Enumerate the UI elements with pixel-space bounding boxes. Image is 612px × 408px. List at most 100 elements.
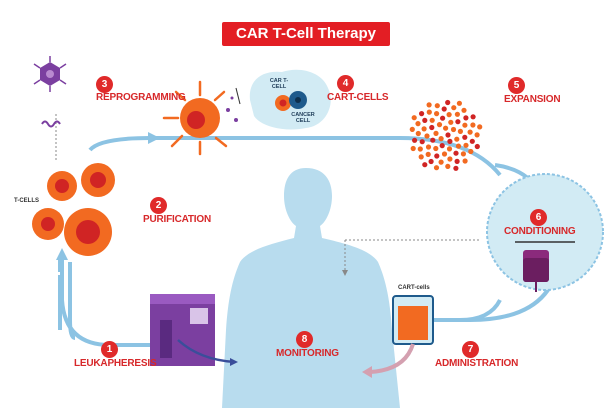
expansion-cell [441,106,447,112]
t-cells-icon [32,163,115,256]
step-number-badge: 4 [337,75,354,92]
step-number-badge: 7 [462,341,479,358]
step-monitoring: 8 MONITORING [276,320,339,359]
expansion-cell [429,117,435,123]
car-t-bubble [249,69,331,130]
expansion-cell [441,151,448,157]
cycle-loop [60,136,562,347]
step-label: MONITORING [276,348,339,359]
expansion-cell [447,138,453,144]
expansion-cell [425,151,431,157]
expansion-cell [428,158,434,165]
car-t-cell-label: CAR T-CELL [269,78,289,90]
expansion-cell [429,124,435,131]
expansion-cell [457,128,463,134]
expansion-cell [440,115,446,121]
step-label: CONDITIONING [504,226,576,237]
expansion-cell [436,122,443,128]
expansion-cell [415,130,421,137]
expansion-cell [450,126,457,133]
expansion-cell [409,126,415,132]
expansion-cell [418,154,424,160]
expansion-cell [470,114,476,120]
expansion-cell [456,100,462,106]
expansion-cell [434,103,440,109]
step-label: CART-CELLS [327,92,389,103]
step-conditioning: 6 CONDITIONING [504,198,576,237]
cart-bag-icon [362,295,434,378]
expansion-cell [445,132,451,138]
expansion-cell [421,126,427,132]
reprogrammed-cell-icon [162,80,238,156]
expansion-cell [433,145,439,152]
human-body [222,168,400,408]
expansion-cell [412,137,418,143]
cart-cells-bag-label: CART-cells [398,285,430,291]
step-label: REPROGRAMMING [96,92,186,103]
expansion-cell [461,107,467,113]
expansion-cell [462,122,468,128]
expansion-cell [422,162,428,168]
expansion-cell [477,124,483,130]
expansion-cell [467,129,473,135]
expansion-cell [415,121,421,127]
expansion-cell [445,163,451,169]
arrow-head-top [148,132,160,144]
expansion-cell [455,143,462,149]
step-expansion: 5 EXPANSION [504,66,561,105]
step-number-badge: 5 [508,77,525,94]
expansion-cell [439,143,445,149]
step-number-badge: 8 [296,331,313,348]
expansion-cell [463,115,469,121]
step-administration: 7 ADMINISTRATION [435,330,518,369]
expansion-cell [430,137,436,143]
step-number-badge: 6 [530,209,547,226]
arrow-top [88,136,151,152]
expansion-cell [419,111,425,117]
expansion-cell [453,165,459,171]
expansion-cell [469,138,475,144]
expansion-cell [424,133,430,139]
page-title: CAR T-Cell Therapy [222,22,390,46]
expansion-cell [443,125,449,131]
expansion-cell [411,115,417,121]
expansion-cell [455,119,461,125]
step-purification: 2 PURIFICATION [143,186,211,225]
expansion-cell [462,158,468,164]
expansion-cell [454,158,460,164]
expansion-cells-icon [409,99,483,171]
expansion-cell [447,156,453,162]
expansion-cell [410,145,416,152]
step-number-badge: 1 [101,341,118,358]
expansion-cell [446,112,452,118]
expansion-cell [453,150,459,156]
step-number-badge: 2 [150,197,167,214]
expansion-cell [433,130,439,136]
expansion-cell [419,139,425,145]
step-cart-cells: 4 CART-CELLS [327,64,389,103]
expansion-cell [438,136,444,142]
conditioning-panel [486,173,604,292]
step-label: PURIFICATION [143,214,211,225]
expansion-cell [433,165,440,171]
step-label: LEUKAPHERESIS [74,358,157,369]
step-leukapheresis: 1 LEUKAPHERESIS [74,330,157,369]
expansion-cell [454,111,460,117]
expansion-cell [463,142,469,148]
step-reprogramming: 3 REPROGRAMMING [96,66,186,103]
expansion-cell [417,146,423,152]
expansion-cell [451,105,457,111]
expansion-cell [445,99,451,106]
expansion-cell [434,111,440,117]
arrow-head-left [56,248,68,260]
virus-icon [33,56,67,128]
expansion-cell [426,102,432,108]
expansion-cell [426,109,432,115]
step-label: ADMINISTRATION [435,358,519,369]
expansion-cell [446,146,453,152]
expansion-cell [470,122,476,128]
cancer-cell-label: CANCER CELL [291,112,315,124]
expansion-cell [460,151,466,157]
